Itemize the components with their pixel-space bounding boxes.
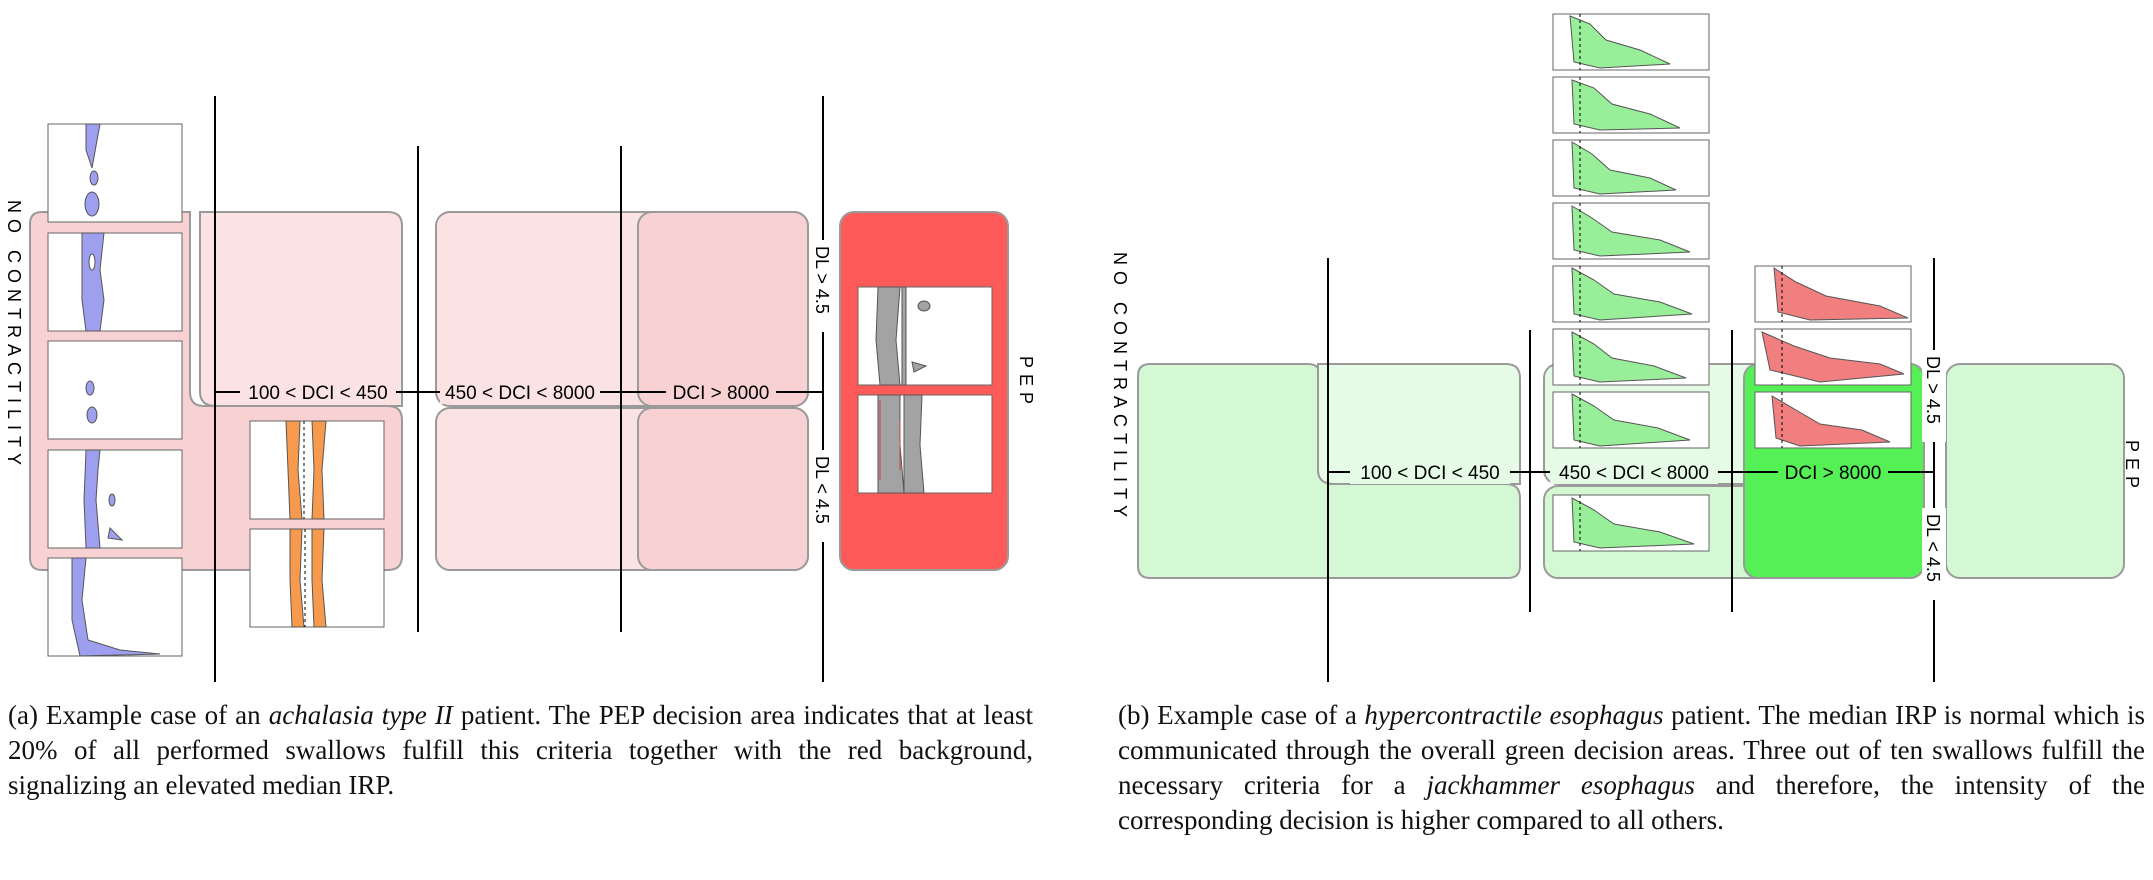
dl-upper-label-b: DL > 4.5	[1922, 350, 1946, 442]
weak-area-b	[1317, 363, 1521, 485]
pep-label-b: PEP	[2122, 440, 2142, 494]
dci-high-label-a: DCI > 8000	[666, 380, 776, 404]
svg-text:450 < DCI < 8000: 450 < DCI < 8000	[445, 383, 595, 404]
swallow-thumbnails-jackhammer-b	[1754, 265, 1912, 449]
dl-lower-label-b: DL < 4.5	[1922, 508, 1946, 600]
swallow-thumbnails-normal-b	[1552, 13, 1710, 552]
dci-low-label-a: 100 < DCI < 450	[240, 380, 396, 404]
dl-lower-label-a: DL < 4.5	[811, 450, 835, 542]
caption-b-emphasis: hypercontractile esophagus	[1364, 700, 1664, 730]
high-area-a-lower	[637, 407, 809, 571]
no-contractility-label-a: NO CONTRACTILITY	[4, 200, 24, 471]
pep-area-b	[1945, 363, 2125, 579]
caption-a-text: patient. The PEP decision area indicates…	[8, 700, 1033, 800]
svg-text:DL < 4.5: DL < 4.5	[1923, 514, 1943, 582]
svg-text:DL > 4.5: DL > 4.5	[812, 246, 832, 314]
dl-upper-label-a: DL > 4.5	[811, 240, 835, 332]
caption-b-text: and therefore, the intensity of the corr…	[1118, 770, 2145, 835]
figure-b: NO CONTRACTILITY PEP 100 < DCI < 450 450…	[1110, 13, 2142, 682]
caption-b-emphasis: jackhammer esophagus	[1426, 770, 1695, 800]
figure-a: NO CONTRACTILITY PEP 100 < DCI < 450 450…	[4, 96, 1036, 682]
no-contractility-label-b: NO CONTRACTILITY	[1110, 252, 1130, 523]
pep-label-a: PEP	[1016, 356, 1036, 410]
swallow-thumbnails-pep-a	[857, 286, 993, 494]
caption-b-text: patient. The median IRP is normal which …	[1118, 700, 2145, 800]
svg-text:100 < DCI < 450: 100 < DCI < 450	[248, 383, 387, 404]
svg-text:450 < DCI < 8000: 450 < DCI < 8000	[1559, 463, 1709, 484]
dci-low-label-b: 100 < DCI < 450	[1350, 460, 1510, 484]
caption-b: (b) Example case of a hypercontractile e…	[1118, 698, 2145, 838]
swallow-thumbnails-nocontract-a	[47, 123, 183, 657]
caption-a-emphasis: achalasia type II	[268, 700, 453, 730]
svg-text:DL > 4.5: DL > 4.5	[1923, 356, 1943, 424]
svg-text:DCI > 8000: DCI > 8000	[673, 383, 770, 404]
weak-area-a	[199, 211, 403, 407]
caption-a: (a) Example case of an achalasia type II…	[8, 698, 1033, 803]
pep-area-a	[839, 211, 1009, 571]
dci-mid-label-b: 450 < DCI < 8000	[1550, 460, 1718, 484]
dci-high-label-b: DCI > 8000	[1778, 460, 1888, 484]
dci-mid-label-a: 450 < DCI < 8000	[440, 380, 600, 404]
swallow-thumbnails-weak-a	[249, 420, 385, 628]
svg-text:DCI > 8000: DCI > 8000	[1785, 463, 1882, 484]
caption-b-text: (b) Example case of a	[1118, 700, 1365, 730]
caption-a-text: (a) Example case of an	[8, 700, 269, 730]
svg-text:100 < DCI < 450: 100 < DCI < 450	[1360, 463, 1499, 484]
high-area-a-upper	[637, 211, 809, 407]
svg-text:DL < 4.5: DL < 4.5	[812, 456, 832, 524]
